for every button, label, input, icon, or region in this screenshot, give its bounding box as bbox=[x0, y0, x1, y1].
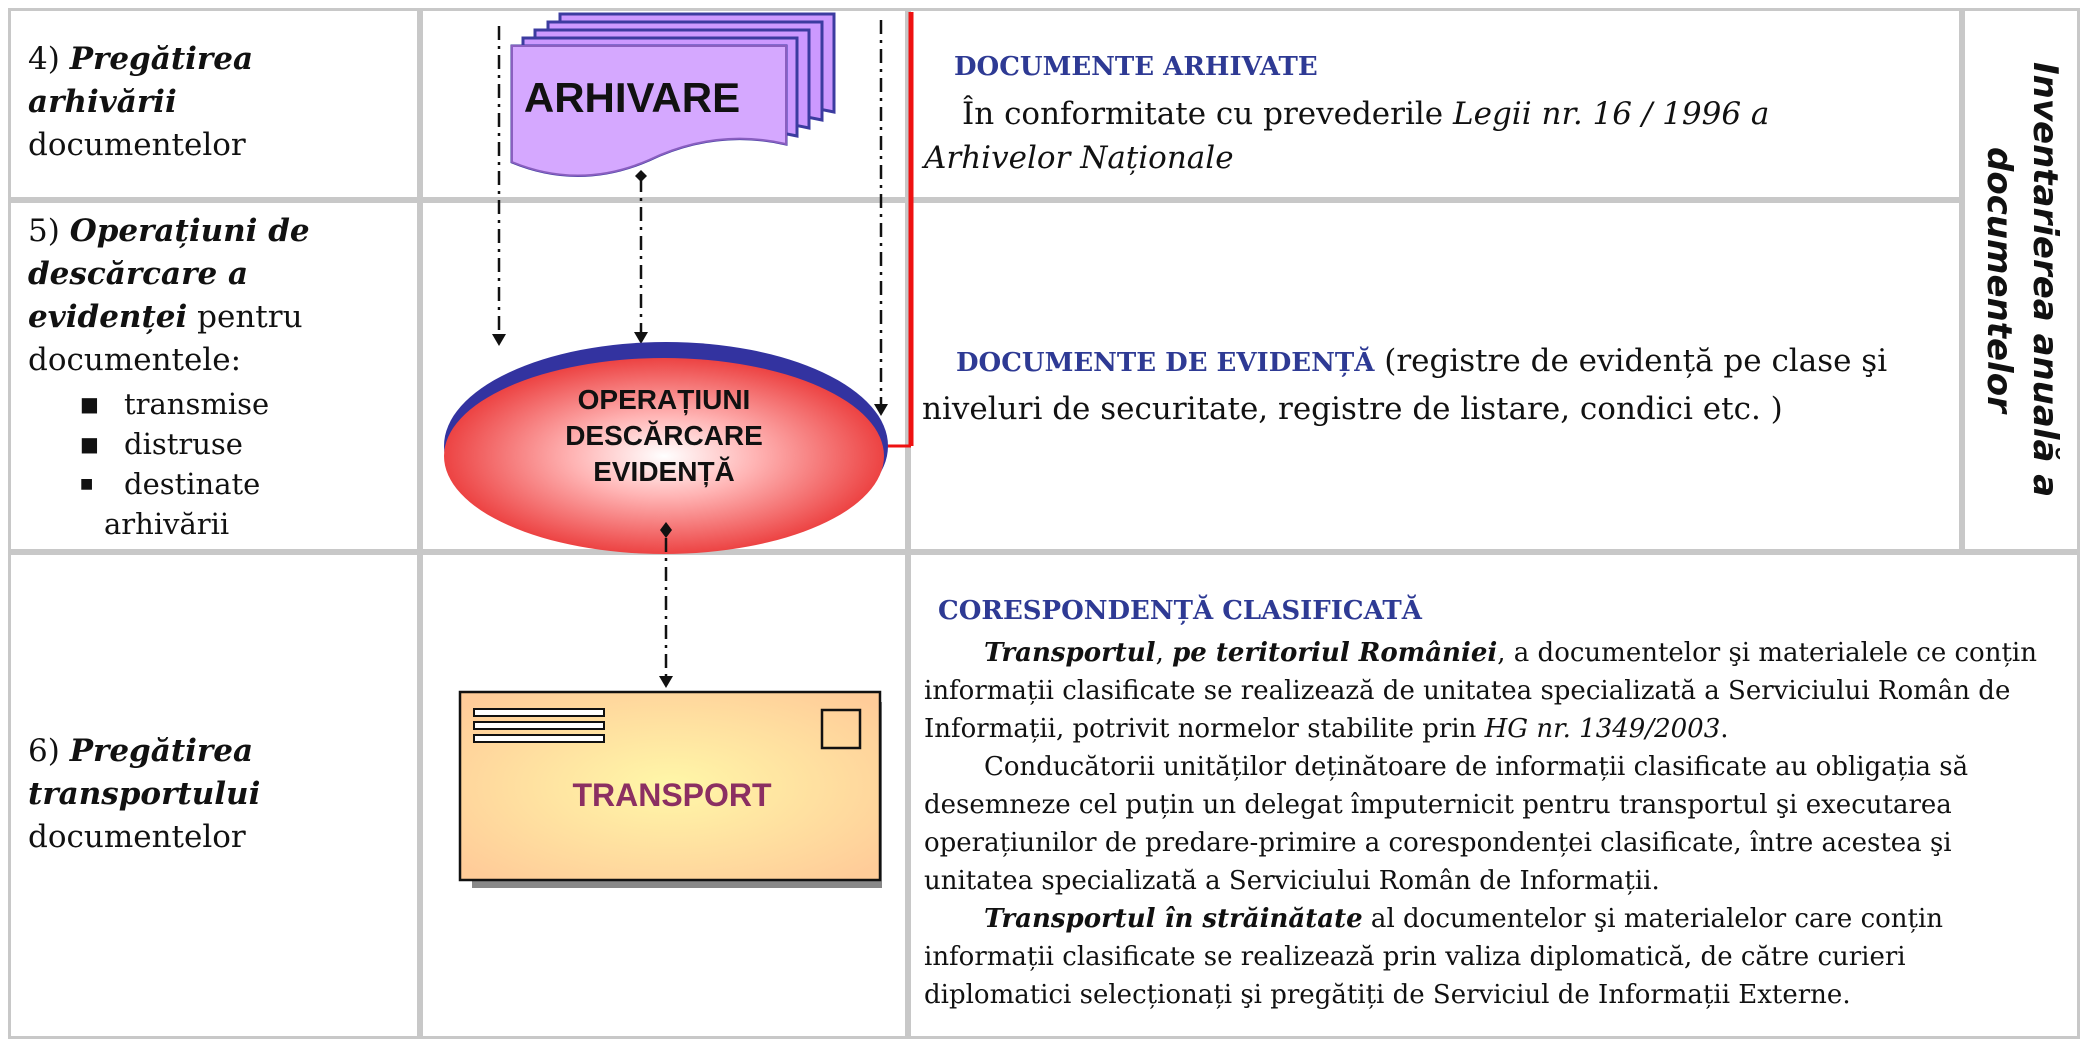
step-4-num: 4) bbox=[28, 41, 60, 77]
list-item: ■distruse bbox=[28, 424, 310, 464]
side-label-line-1: Inventarierea anuală a bbox=[2025, 62, 2065, 498]
text-evidence: DOCUMENTE DE EVIDENȚĂ (registre de evide… bbox=[922, 343, 1888, 427]
stamp-icon bbox=[820, 708, 862, 750]
step-6-text: 6) Pregătirea transportului documentelor bbox=[28, 730, 260, 859]
paragraph-1: Transportul, pe teritoriul României, a d… bbox=[924, 638, 2037, 744]
cell-desc-6 bbox=[908, 552, 2080, 1039]
list-item: ■destinate bbox=[28, 464, 310, 504]
side-label-line-2: documentelor bbox=[1979, 147, 2019, 413]
step-4-title-2: arhivării bbox=[28, 84, 177, 120]
list-item: arhivării bbox=[104, 507, 230, 541]
paragraph-2: Conducătorii unităților deținătoare de i… bbox=[924, 752, 1969, 896]
transport-envelope-shape: TRANSPORT bbox=[458, 690, 882, 888]
archive-documents-shape: ARHIVARE bbox=[510, 12, 836, 177]
heading-archived: DOCUMENTE ARHIVATE bbox=[954, 52, 1318, 82]
step-4-title-1: Pregătirea bbox=[69, 41, 254, 77]
cell-desc-5 bbox=[908, 200, 1962, 552]
cell-step-4 bbox=[8, 8, 420, 200]
ellipse-label-2: DESCĂRCARE bbox=[565, 420, 763, 451]
ellipse-label-3: EVIDENȚĂ bbox=[593, 456, 735, 487]
connector-diamond-icon bbox=[635, 170, 647, 182]
bullet-icon: ■ bbox=[80, 476, 94, 492]
step-5-title-2: descărcare a bbox=[28, 256, 249, 292]
list-item: ■transmise bbox=[28, 384, 310, 424]
cell-desc-4 bbox=[908, 8, 1962, 200]
step-6-title-2: transportului bbox=[28, 776, 261, 812]
archive-label: ARHIVARE bbox=[524, 74, 740, 121]
heading-classified: CORESPONDENȚĂ CLASIFICATĂ bbox=[938, 596, 1422, 626]
bullet-icon: ■ bbox=[80, 432, 99, 456]
cell-side-label bbox=[1962, 8, 2080, 552]
evidence-ellipse-shape: OPERAȚIUNI DESCĂRCARE EVIDENȚĂ bbox=[444, 342, 888, 554]
step-6-num: 6) bbox=[28, 733, 60, 769]
text-classified: Transportul, pe teritoriul României, a d… bbox=[924, 634, 2054, 1014]
step-5-list: ■transmise ■distruse ■destinate arhivări… bbox=[28, 384, 310, 544]
paragraph-3: Transportul în străinătate al documentel… bbox=[924, 904, 1944, 1010]
step-5-title-3: evidenței bbox=[28, 299, 188, 335]
step-5-title-1: Operațiuni de bbox=[69, 213, 310, 249]
cell-step-6 bbox=[8, 552, 420, 1039]
step-4-rest: documentelor bbox=[28, 127, 246, 163]
heading-evidence: DOCUMENTE DE EVIDENȚĂ bbox=[956, 348, 1375, 378]
text-archived: În conformitate cu prevederile Legii nr.… bbox=[924, 96, 1770, 176]
cell-step-5 bbox=[8, 200, 420, 552]
red-arrow bbox=[866, 12, 914, 460]
step-5-rest: documentele: bbox=[28, 342, 242, 378]
step-6-rest: documentelor bbox=[28, 819, 246, 855]
step-5-title-3-rest: pentru bbox=[187, 299, 303, 335]
step-4-text: 4) Pregătirea arhivării documentelor bbox=[28, 38, 253, 167]
step-5-text: 5) Operațiuni de descărcare a evidenței … bbox=[28, 210, 310, 544]
step-5-num: 5) bbox=[28, 213, 60, 249]
bullet-icon: ■ bbox=[80, 392, 99, 416]
ellipse-label-1: OPERAȚIUNI bbox=[578, 384, 751, 415]
connector-diamond-icon bbox=[660, 522, 672, 538]
step-6-title-1: Pregătirea bbox=[69, 733, 254, 769]
transport-label: TRANSPORT bbox=[572, 777, 772, 813]
